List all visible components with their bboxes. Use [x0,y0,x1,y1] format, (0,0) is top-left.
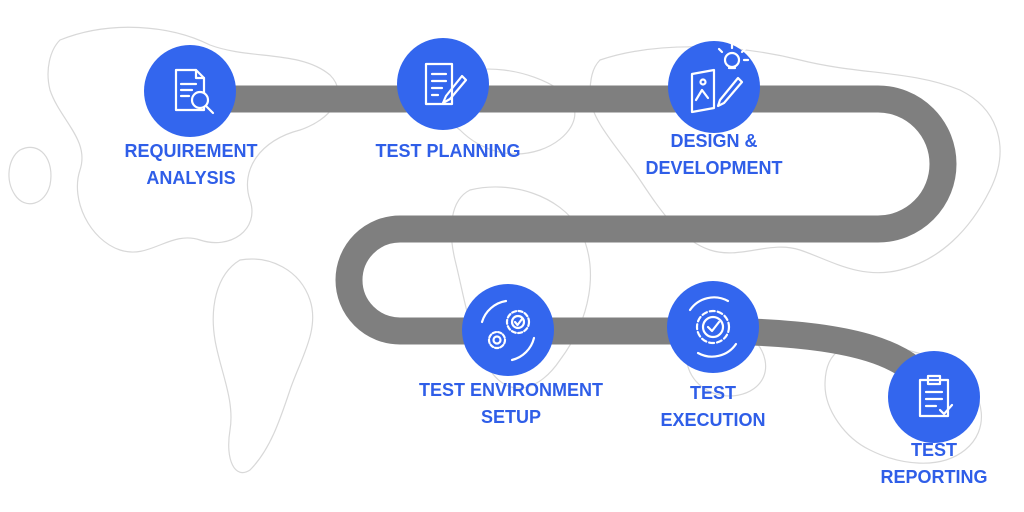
stage-node-design-development [668,41,760,133]
gear-check-icon [688,296,738,358]
stage-label-test-execution: TEST EXECUTION [660,383,766,430]
stage-label-design-development: DESIGN & DEVELOPMENT [645,131,783,178]
stage-label-requirement-analysis: REQUIREMENT ANALYSIS [124,141,258,188]
stage-label-test-planning: TEST PLANNING [375,141,521,161]
document-search-icon [174,68,215,115]
stage-label-test-environment-setup: TEST ENVIRONMENT SETUP [418,380,604,427]
gears-cycle-icon [480,299,536,362]
stage-node-test-planning [397,38,489,130]
design-lightbulb-icon [690,42,750,114]
roadmap-path [190,85,957,404]
stage-node-requirement-analysis [144,45,236,137]
stage-node-test-reporting [888,351,980,443]
document-pen-icon [424,62,468,106]
stage-label-test-reporting: TEST REPORTING [880,440,988,487]
clipboard-check-icon [918,374,954,418]
stage-node-test-execution [667,281,759,373]
stage-node-test-environment-setup [462,284,554,376]
